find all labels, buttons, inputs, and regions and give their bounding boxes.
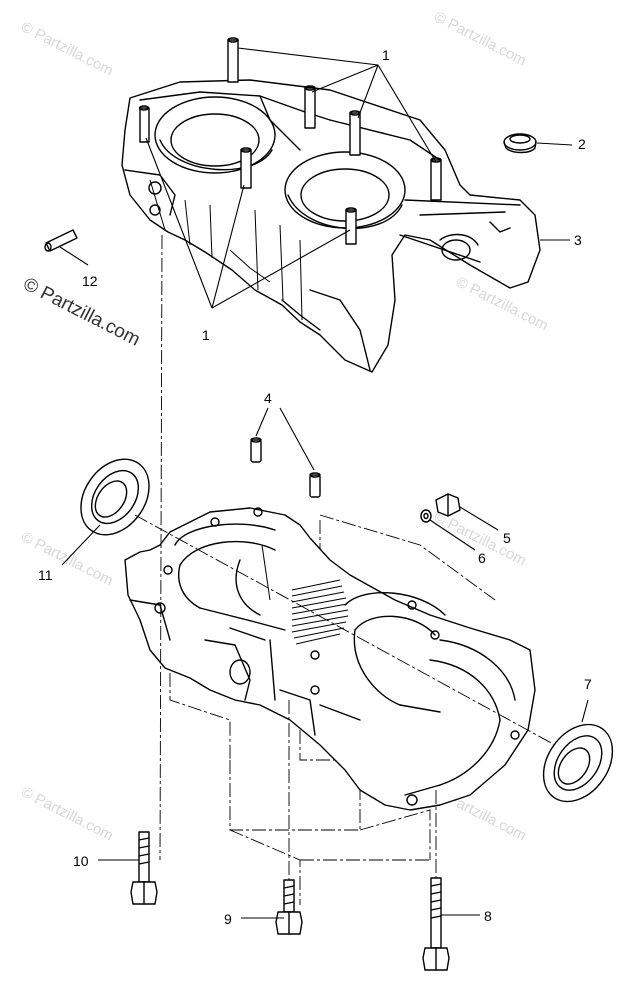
stud <box>430 157 442 201</box>
callout-5: 5 <box>503 530 511 546</box>
drain-plug <box>435 493 461 517</box>
callout-4: 4 <box>264 390 272 406</box>
stud <box>304 85 316 129</box>
pin <box>44 229 78 252</box>
stud <box>138 105 150 143</box>
bolt <box>130 831 158 905</box>
stud <box>240 147 252 189</box>
stud-group <box>138 37 442 245</box>
crank-ribs <box>291 579 349 645</box>
washer <box>420 509 432 523</box>
stud <box>227 37 239 83</box>
callout-10: 10 <box>73 853 89 869</box>
callout-9: 9 <box>224 911 232 927</box>
callout-1-top: 1 <box>382 47 390 63</box>
dowel-pin <box>250 437 262 463</box>
watermark-faint: © Partzilla.com <box>18 18 116 79</box>
callout-12: 12 <box>82 273 98 289</box>
watermark-faint: © Partzilla.com <box>431 8 529 69</box>
dowel-pin <box>309 472 321 498</box>
grommet <box>503 133 537 154</box>
leader-lines <box>59 47 589 919</box>
callout-11: 11 <box>38 567 53 583</box>
bolt <box>422 877 450 971</box>
stud <box>345 207 357 245</box>
callout-3: 3 <box>574 232 582 248</box>
watermark-faint: © Partzilla.com <box>18 783 116 844</box>
callout-2: 2 <box>578 136 586 152</box>
callout-8: 8 <box>484 908 492 924</box>
oil-seal-left <box>80 458 150 536</box>
oil-seal-right <box>542 723 614 803</box>
bolt <box>275 879 303 935</box>
lower-crankcase <box>124 507 536 905</box>
upper-crankcase <box>121 79 541 373</box>
callout-7: 7 <box>584 676 592 692</box>
callout-1-bottom: 1 <box>202 327 210 343</box>
callout-labels: 1 1 2 3 4 5 6 7 8 9 10 11 12 <box>38 47 592 927</box>
callout-6: 6 <box>478 550 486 566</box>
